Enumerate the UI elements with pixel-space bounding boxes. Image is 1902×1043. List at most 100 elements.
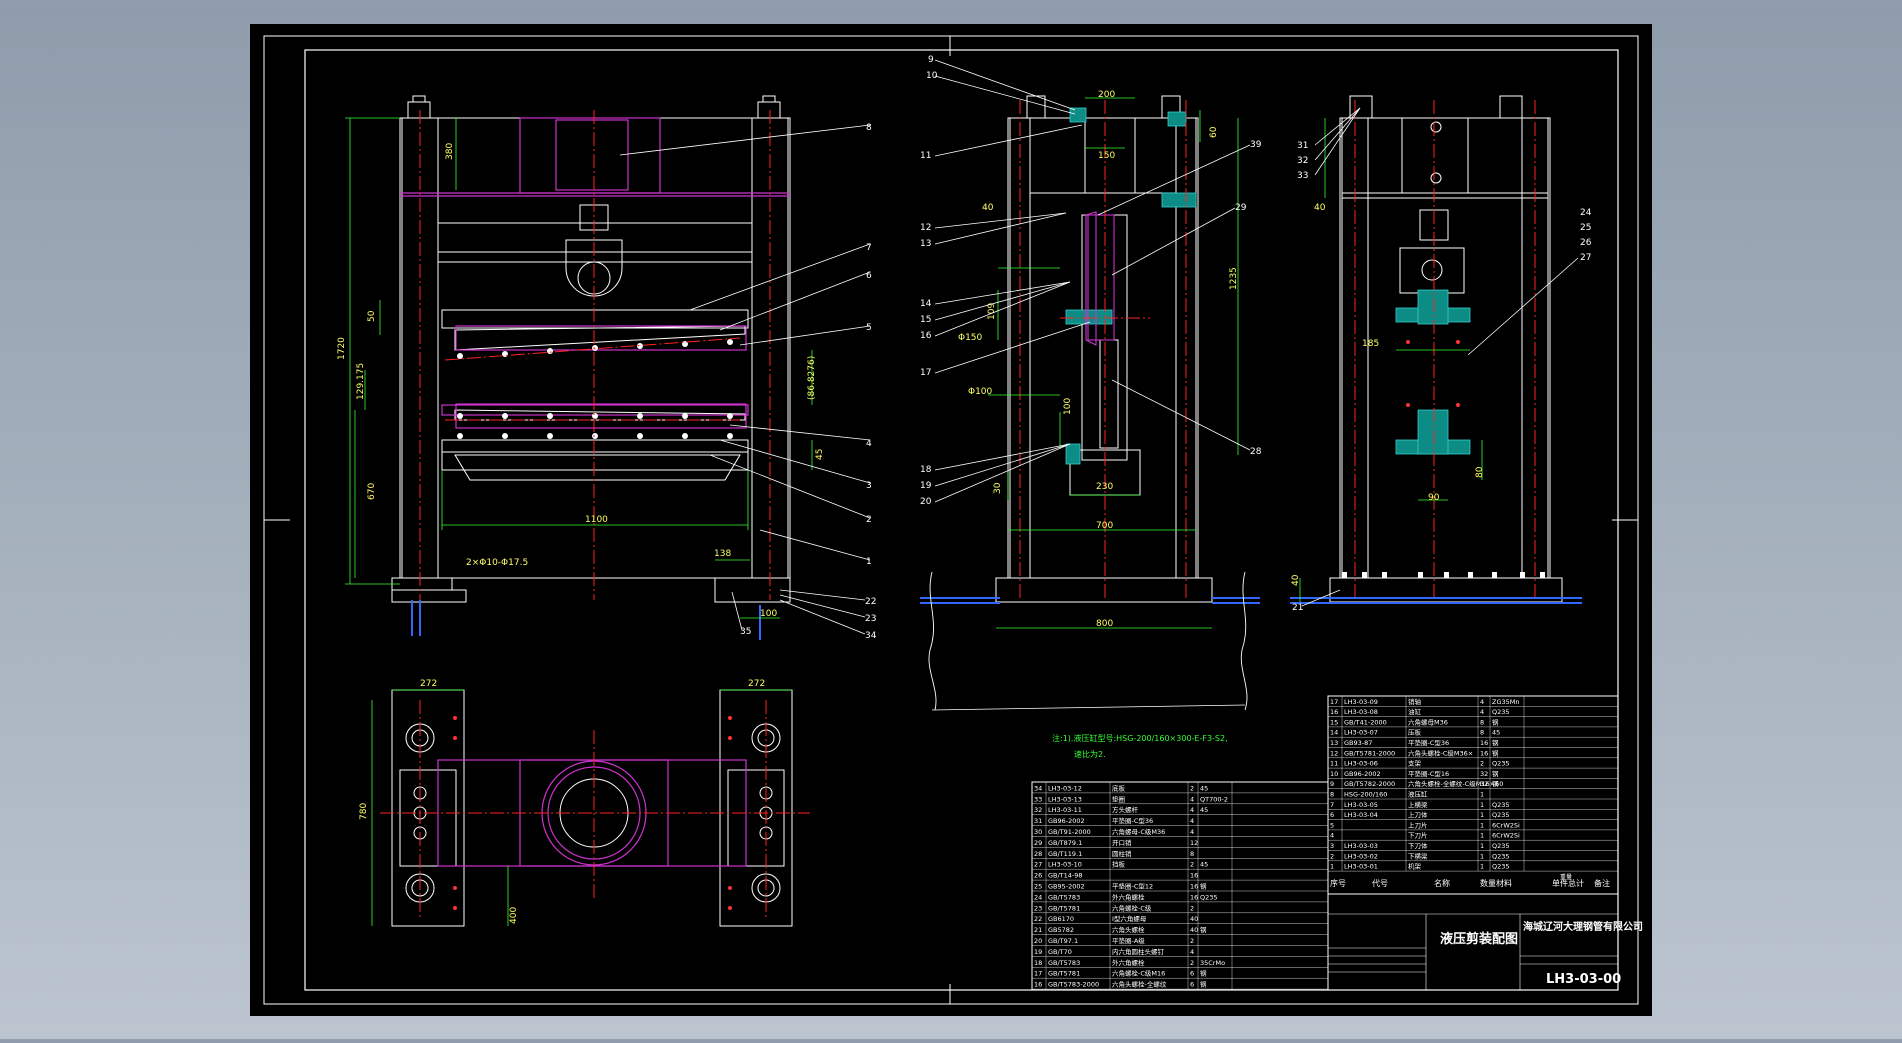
- bom-left-cell: 六角头螺栓-全螺纹: [1112, 980, 1167, 989]
- bom-right-cell: 11: [1330, 760, 1338, 768]
- bom-left-cell: 12: [1190, 839, 1198, 847]
- bom-left-cell: 钢: [1200, 926, 1207, 934]
- bom-left-cell: GB/T5781: [1048, 904, 1080, 912]
- bom-right-cell: 16: [1480, 749, 1488, 757]
- balloon-13: 13: [920, 239, 931, 249]
- balloon-31: 31: [1297, 141, 1308, 151]
- dim-30: 30: [993, 482, 1003, 494]
- bom-right-cell: Q235: [1492, 863, 1510, 871]
- balloon-24: 24: [1580, 208, 1592, 218]
- bom-right-cell: LH3-03-02: [1344, 852, 1378, 860]
- bom-right-cell: 5: [1330, 821, 1334, 829]
- bom-right-cell: GB/T5782-2000: [1344, 780, 1395, 788]
- bom-right-cell: Q235: [1492, 842, 1510, 850]
- bom-left-cell: 4: [1190, 806, 1194, 814]
- bom-left-cell: LH3-03-12: [1048, 784, 1082, 792]
- bom-right-cell: 钢: [1492, 739, 1499, 747]
- dim-50: 50: [367, 310, 377, 322]
- balloon-10: 10: [926, 71, 938, 81]
- bom-left-cell: 底板: [1112, 783, 1126, 792]
- bom-right-cell: 压板: [1408, 728, 1422, 737]
- bom-right-cell: 17: [1330, 698, 1338, 706]
- dim-272-right: 272: [748, 679, 765, 689]
- bom-left-cell: GB/T5783-2000: [1048, 981, 1099, 989]
- bom-left-cell: 16: [1034, 981, 1042, 989]
- bom-left-cell: 4: [1190, 828, 1194, 836]
- bom-right-cell: Q235: [1492, 760, 1510, 768]
- bom-left-cell: 45: [1200, 806, 1208, 814]
- right-view: 40 185 80 90 40 31 32 33 24 25 26 27 21: [1290, 95, 1592, 613]
- bom-right-cell: 6CrW2Si: [1492, 832, 1520, 840]
- bom-left-cell: 25: [1034, 883, 1042, 891]
- balloon-19: 19: [920, 481, 932, 491]
- bom-left-cell: 30: [1034, 828, 1042, 836]
- dim-100-side: 100: [1063, 398, 1073, 415]
- bom-left-cell: 2: [1190, 904, 1194, 912]
- bom-left-cell: 6: [1190, 970, 1194, 978]
- dim-top-block: 380: [445, 143, 455, 160]
- bom-left-cell: 19: [1034, 948, 1042, 956]
- bom-left-cell: 33: [1034, 795, 1042, 803]
- bom-right-cell: LH3-03-01: [1344, 863, 1378, 871]
- balloon-15: 15: [920, 315, 931, 325]
- balloon-34: 34: [865, 631, 877, 641]
- bom-left-cell: 4: [1190, 948, 1194, 956]
- bom-left-cell: 4: [1190, 795, 1194, 803]
- balloon-39: 39: [1250, 140, 1262, 150]
- bom-right-cell: LH3-03-06: [1344, 760, 1378, 768]
- bom-header-cell: 序号: [1330, 878, 1346, 888]
- center-marks: [264, 36, 1638, 1004]
- bom-right-cell: LH3-03-05: [1344, 801, 1378, 809]
- bom-right-cell: 钢: [1492, 770, 1499, 778]
- balloon-6: 6: [866, 271, 872, 281]
- bom-right-cell: 6: [1330, 811, 1334, 819]
- bom-weight-label: 重量: [1560, 873, 1572, 881]
- bom-left-cell: 27: [1034, 861, 1042, 869]
- plan-view: 272 272 780 400: [359, 679, 810, 927]
- balloon-25: 25: [1580, 223, 1591, 233]
- balloon-8: 8: [866, 123, 872, 133]
- bom-left-cell: GB/T70: [1048, 948, 1072, 956]
- bom-left-cell: 圆柱销: [1112, 849, 1132, 858]
- bom-right-cell: 14: [1330, 729, 1338, 737]
- dim-400: 400: [509, 907, 519, 924]
- bom-header-cell: 材料: [1496, 878, 1512, 888]
- dim-150: 150: [1098, 151, 1115, 161]
- bom-left-cell: LH3-03-10: [1048, 861, 1082, 869]
- dim-phi100: Φ100: [968, 387, 993, 397]
- balloon-1: 1: [866, 557, 872, 567]
- bom-left-cell: GB/T879.1: [1048, 839, 1082, 847]
- balloon-32: 32: [1297, 156, 1308, 166]
- bom-right-cell: 钢: [1492, 780, 1499, 788]
- bom-left-cell: GB/T5781: [1048, 970, 1080, 978]
- balloon-21: 21: [1292, 603, 1303, 613]
- bom-header-cell: 总计: [1568, 878, 1584, 888]
- bom-left-cell: LH3-03-11: [1048, 806, 1082, 814]
- bom-left-cell: GB6170: [1048, 915, 1074, 923]
- dim-phi150: Φ150: [958, 333, 983, 343]
- balloon-20: 20: [920, 497, 932, 507]
- bom-right-cell: 8: [1480, 718, 1484, 726]
- balloon-4: 4: [866, 439, 872, 449]
- bom-right-cell: 六角螺母M36: [1408, 717, 1448, 726]
- bom-left-cell: 钢: [1200, 883, 1207, 891]
- bom-right-cell: 12: [1330, 749, 1338, 757]
- bom-left-cell: LH3-03-13: [1048, 795, 1082, 803]
- balloon-12: 12: [920, 223, 931, 233]
- bom-right-cell: LH3-03-07: [1344, 729, 1378, 737]
- bom-left-cell: 16: [1190, 883, 1198, 891]
- bom-right-cell: 15: [1330, 718, 1338, 726]
- bom-left-cell: 45: [1200, 784, 1208, 792]
- dim-100: 100: [760, 609, 777, 619]
- balloon-35: 35: [740, 627, 751, 637]
- bom-right-cell: 钢: [1492, 749, 1499, 757]
- bom-right-cell: 1: [1480, 801, 1484, 809]
- dim-60: 60: [1209, 126, 1219, 138]
- bom-right-cell: 上刀体: [1408, 810, 1428, 819]
- dim-40-bottom: 40: [1291, 574, 1301, 586]
- bom-right-cell: 4: [1480, 708, 1484, 716]
- bom-left-cell: GB/T97.1: [1048, 937, 1078, 945]
- bom-left-cell: 29: [1034, 839, 1042, 847]
